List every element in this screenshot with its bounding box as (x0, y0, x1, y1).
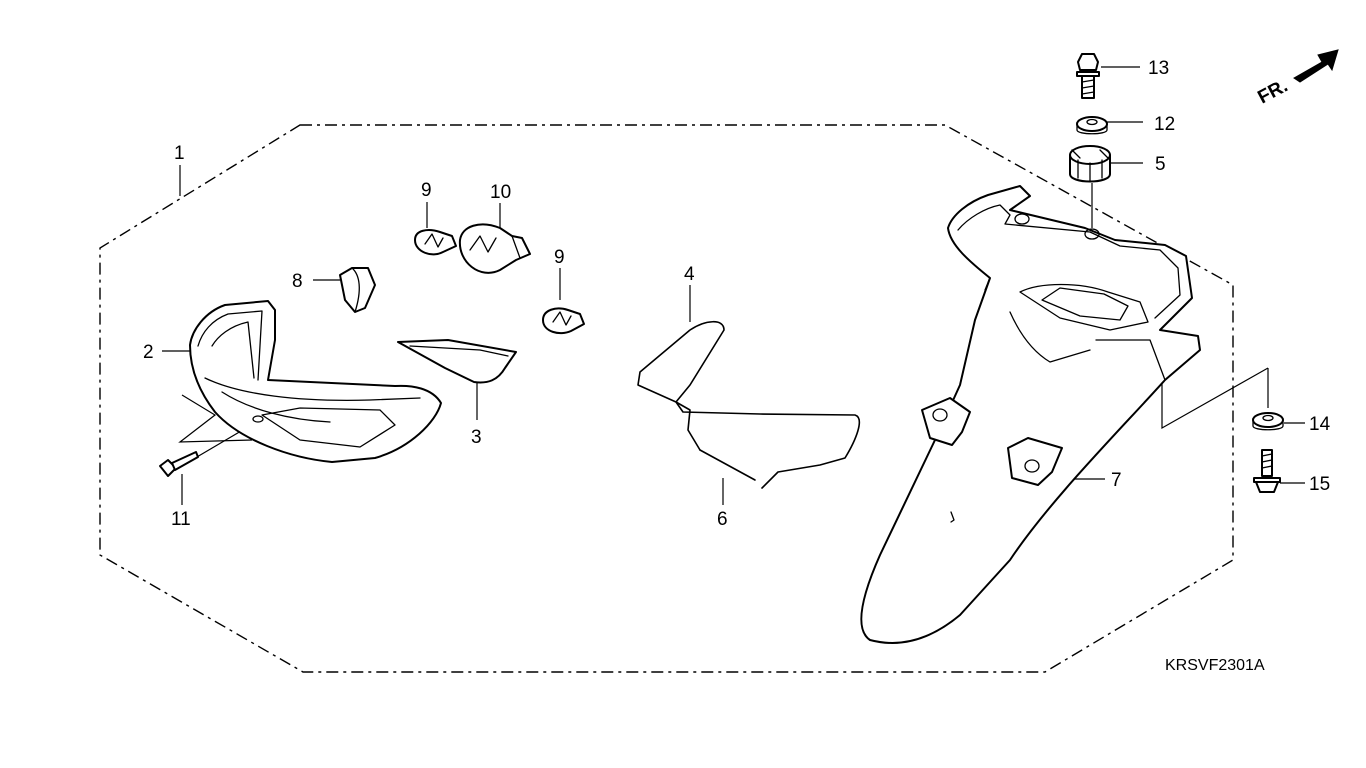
front-arrow-icon (1293, 49, 1339, 83)
callout-15: 15 (1309, 474, 1330, 495)
callouts: 1 2 3 4 5 6 7 8 9 9 10 11 12 13 14 15 (143, 58, 1331, 530)
callout-5: 5 (1155, 154, 1166, 175)
callout-12: 12 (1154, 114, 1175, 135)
screw (159, 451, 199, 477)
wedge-bulb-lower (542, 307, 585, 335)
rear-fender (860, 185, 1201, 644)
front-direction-indicator: FR. (1254, 49, 1339, 109)
callout-7: 7 (1111, 470, 1122, 491)
washer-top (1076, 116, 1108, 135)
tail-lens-housing (189, 300, 442, 463)
callout-9-upper: 9 (421, 180, 432, 201)
reflector-lens (397, 339, 517, 384)
callout-6: 6 (717, 509, 728, 530)
callout-4: 4 (684, 264, 695, 285)
assembly-boundary (99, 124, 1234, 673)
callout-1: 1 (174, 143, 185, 164)
callout-9-lower: 9 (554, 247, 565, 268)
grommet (1069, 145, 1111, 183)
callout-11: 11 (171, 509, 191, 530)
wire-harness (637, 320, 861, 489)
washer-right (1252, 412, 1284, 431)
flange-bolt-top (1076, 53, 1100, 99)
diagram-code: KRSVF2301A (1165, 657, 1265, 674)
callout-13: 13 (1148, 58, 1169, 79)
flange-bolt-right (1253, 449, 1281, 493)
callout-3: 3 (471, 427, 482, 448)
stop-tail-bulb (458, 223, 531, 274)
callout-2: 2 (143, 342, 154, 363)
callout-10: 10 (490, 182, 511, 203)
socket (339, 267, 376, 313)
front-label: FR. (1254, 76, 1291, 109)
wedge-bulb-upper (414, 229, 457, 256)
callout-8: 8 (292, 271, 303, 292)
callout-14: 14 (1309, 414, 1331, 435)
